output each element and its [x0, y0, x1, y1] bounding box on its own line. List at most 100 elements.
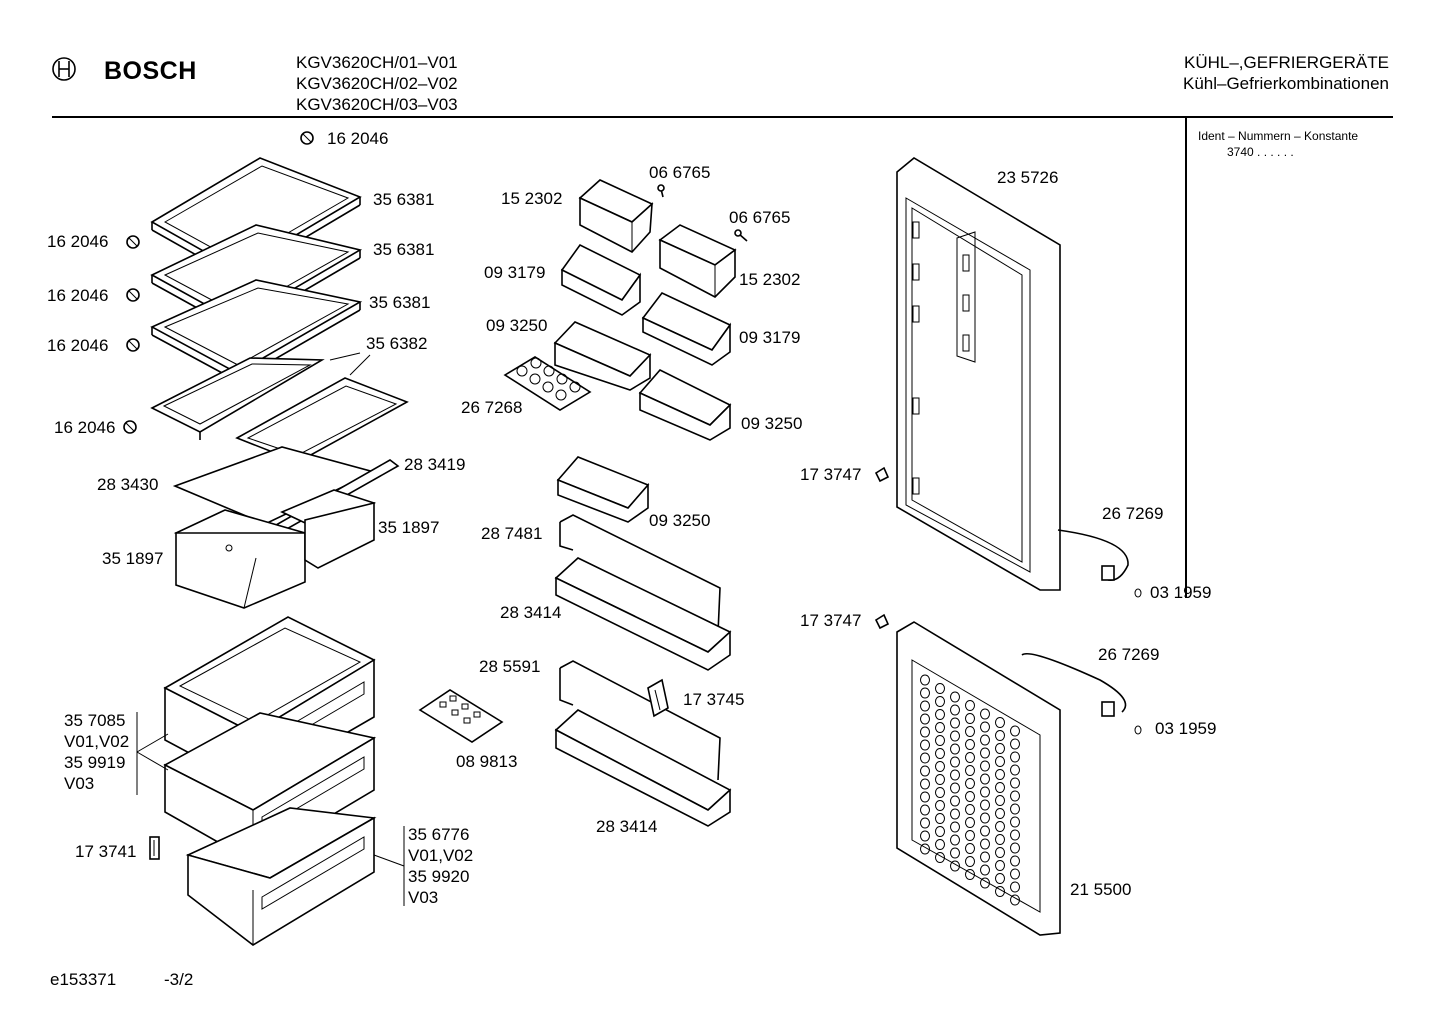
door-panel-hole [920, 739, 930, 751]
clip-icon [126, 235, 140, 249]
egg-tray [503, 356, 592, 411]
part-number: 17 3747 [800, 611, 861, 630]
door-panel-hole [920, 726, 930, 738]
ice-tray [418, 689, 504, 743]
door-panel-hole [965, 778, 975, 789]
door-panel-hole [980, 760, 990, 772]
door-panel-hole [920, 700, 930, 712]
door-panel-hole [920, 687, 930, 699]
door-panel-hole [1010, 881, 1020, 893]
door-panel-hole [995, 886, 1005, 897]
door-panel-hole [965, 713, 975, 724]
dairy-compartment [658, 224, 737, 298]
door-panel-hole [935, 722, 945, 733]
part-number: 26 7268 [461, 398, 522, 417]
door-panel-hole [950, 769, 960, 781]
door-handle [1057, 529, 1129, 582]
door-panel-hole [980, 747, 990, 759]
door-panel-hole [935, 787, 945, 798]
door-panel-hole [920, 778, 930, 790]
part-number: 16 2046 [54, 418, 115, 437]
part-number: 09 3250 [741, 414, 802, 433]
door-panel-hole [950, 808, 960, 820]
door-panel-hole [995, 808, 1005, 819]
part-number: 06 6765 [649, 163, 710, 182]
part-number: 16 2046 [47, 336, 108, 355]
door-panel-hole [920, 830, 930, 842]
door-panel-hole [965, 791, 975, 802]
part-number: 15 2302 [501, 189, 562, 208]
door-panel-hole [965, 804, 975, 815]
ident-title: Ident – Nummern – Konstante [1198, 129, 1358, 143]
model-line-2: KGV3620CH/02–V02 [296, 74, 458, 93]
part-number: 26 7269 [1102, 504, 1163, 523]
door-panel-hole [950, 743, 960, 755]
part-number: 09 3179 [484, 263, 545, 282]
bottle-shelf [554, 557, 732, 671]
door-panel-hole [965, 856, 975, 867]
leader-line [329, 352, 361, 361]
part-number: 26 7269 [1098, 645, 1159, 664]
door-panel-hole [980, 734, 990, 746]
drawer-clip-icon [149, 836, 160, 860]
category-subtitle: Kühl–Gefrierkombinationen [1183, 74, 1389, 93]
part-number: 09 3250 [649, 511, 710, 530]
door-panel-hole [980, 721, 990, 733]
part-number: 16 2046 [47, 286, 108, 305]
clip-icon [126, 288, 140, 302]
part-number: 28 3419 [404, 455, 465, 474]
screw-icon [874, 613, 890, 630]
door-panel-hole [1010, 855, 1020, 867]
page-number: -3/2 [164, 970, 193, 989]
bottle-shelf [554, 709, 732, 827]
door-panel-hole [980, 851, 990, 863]
door-panel-hole [1010, 751, 1020, 763]
door-panel-hole [995, 847, 1005, 858]
door-panel-hole [980, 877, 990, 889]
door-bin [560, 243, 642, 316]
shelf-frame [150, 357, 325, 440]
door-panel-hole [980, 708, 990, 720]
door-panel-hole [1010, 790, 1020, 802]
door-panel-hole [980, 864, 990, 876]
door-panel-hole [965, 765, 975, 776]
part-number: 03 1959 [1155, 719, 1216, 738]
ring-icon [1134, 725, 1142, 735]
door-panel-hole [995, 873, 1005, 884]
door-panel-hole [965, 869, 975, 880]
part-number: 15 2302 [739, 270, 800, 289]
leader-line [349, 354, 371, 376]
part-number: 28 3430 [97, 475, 158, 494]
part-number: 35 6382 [366, 334, 427, 353]
door-panel-hole [935, 683, 945, 694]
door-panel-hole [920, 752, 930, 764]
bottle-rail [559, 660, 721, 781]
part-number: 35 1897 [378, 518, 439, 537]
door-handle [1021, 652, 1127, 717]
freezer-drawer [185, 807, 377, 946]
part-number: 09 3250 [486, 316, 547, 335]
door-panel-hole [965, 752, 975, 763]
freezer-door-grid [920, 674, 1020, 906]
door-panel-hole [965, 817, 975, 828]
part-number: 09 3179 [739, 328, 800, 347]
door-panel-hole [920, 804, 930, 816]
door-panel-hole [1010, 777, 1020, 789]
door-panel-hole [995, 743, 1005, 754]
door-panel-hole [935, 826, 945, 837]
model-line-3: KGV3620CH/03–V03 [296, 95, 458, 114]
part-number: 03 1959 [1150, 583, 1211, 602]
part-number: 16 2046 [47, 232, 108, 251]
screw-icon [874, 466, 890, 483]
door-panel-hole [920, 791, 930, 803]
door-bin [556, 456, 650, 523]
door-panel-hole [1010, 725, 1020, 737]
door-panel-hole [950, 691, 960, 703]
part-number: 35 6776 [408, 825, 469, 844]
ring-icon [1134, 588, 1142, 598]
door-panel-hole [1010, 829, 1020, 841]
door-panel-hole [965, 726, 975, 737]
door-panel-hole [995, 717, 1005, 728]
door-panel-hole [950, 834, 960, 846]
clip-icon [126, 338, 140, 352]
